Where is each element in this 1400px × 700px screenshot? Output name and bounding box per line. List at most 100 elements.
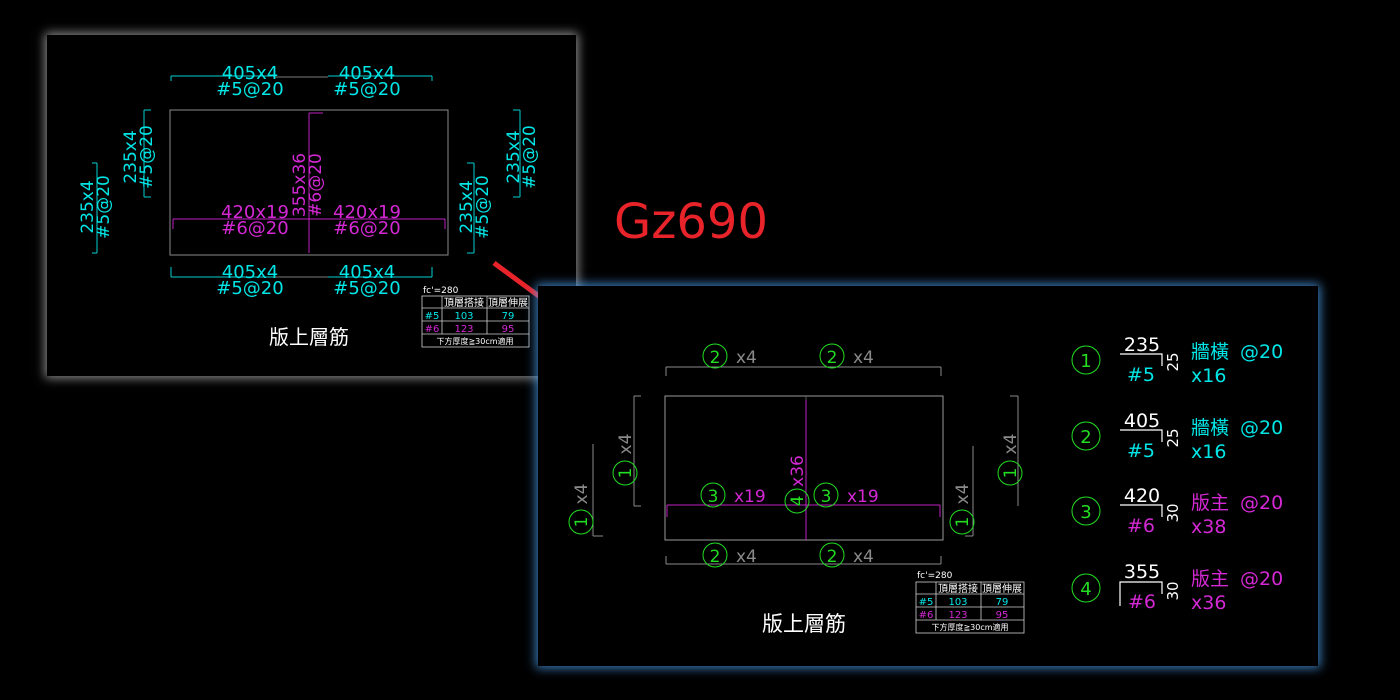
svg-text:牆橫: 牆橫 bbox=[1191, 417, 1229, 439]
left-outer-dim bbox=[92, 162, 98, 254]
svg-text:x4: x4 bbox=[736, 348, 757, 368]
left-outer-rebar bbox=[592, 444, 603, 537]
bottom-sub-left: #5@20 bbox=[216, 278, 283, 299]
table-header-lap: 頂層搭接 bbox=[444, 296, 484, 309]
svg-text:x36: x36 bbox=[788, 455, 808, 487]
center-vertical-label: 355x36 bbox=[290, 153, 310, 217]
svg-text:x4: x4 bbox=[616, 434, 636, 455]
table-row-bar: #6 bbox=[919, 610, 934, 621]
left-inner-rebar bbox=[633, 395, 641, 507]
svg-text:30: 30 bbox=[1164, 581, 1182, 600]
svg-text:4: 4 bbox=[1080, 579, 1091, 600]
table-row-bar: #5 bbox=[425, 311, 440, 322]
table-row-lap: 103 bbox=[948, 597, 967, 608]
svg-text:1: 1 bbox=[1080, 351, 1091, 372]
svg-text:3: 3 bbox=[1080, 502, 1091, 523]
top-sub-right: #5@20 bbox=[333, 79, 400, 100]
svg-text:420: 420 bbox=[1124, 485, 1160, 507]
bottom-label-left: 405x4 bbox=[222, 262, 278, 283]
svg-text:25: 25 bbox=[1164, 428, 1182, 447]
right-inner-sub: #5@20 bbox=[473, 175, 493, 239]
left-outer-sub: #5@20 bbox=[94, 175, 114, 239]
table-row-lap: 123 bbox=[948, 610, 967, 621]
right-inner-label: 235x4 bbox=[457, 180, 477, 233]
legend-item-2: 2 405 #5 25 牆橫 @20 x16 bbox=[1071, 410, 1283, 463]
left-inner-dim bbox=[143, 109, 151, 198]
rebar-table: fc'=280 頂層搭接 頂層伸展 #5 103 79 #6 123 95 下方… bbox=[915, 571, 1025, 634]
marker-right-inner: 1 x4 bbox=[949, 484, 975, 535]
top-rebar-line bbox=[665, 366, 942, 376]
right-outer-rebar bbox=[1010, 395, 1019, 506]
marker-top-left: 2 x4 bbox=[702, 343, 757, 369]
svg-text:2: 2 bbox=[827, 547, 838, 567]
svg-text:x4: x4 bbox=[853, 547, 874, 567]
left-inner-sub: #5@20 bbox=[137, 125, 157, 189]
right-outer-sub: #5@20 bbox=[520, 125, 540, 189]
drawing-canvas-before: 405x4 #5@20 405x4 #5@20 405x4 #5@20 405x… bbox=[78, 63, 540, 349]
svg-text:2: 2 bbox=[1080, 427, 1091, 448]
svg-text:@20: @20 bbox=[1240, 492, 1283, 514]
marker-center-vertical: 4 x36 bbox=[784, 455, 810, 514]
svg-text:2: 2 bbox=[710, 348, 721, 368]
legend-item-4: 4 355 #6 30 版主 @20 x36 bbox=[1071, 561, 1283, 614]
bottom-rebar-line bbox=[665, 556, 942, 565]
table-row-bar: #6 bbox=[425, 324, 440, 335]
svg-text:x19: x19 bbox=[847, 487, 879, 507]
center-horizontal-bar bbox=[172, 218, 446, 229]
marker-bottom-left: 2 x4 bbox=[702, 542, 757, 568]
svg-text:25: 25 bbox=[1164, 352, 1182, 371]
table-row-dev: 79 bbox=[502, 311, 515, 322]
svg-text:牆橫: 牆橫 bbox=[1191, 341, 1229, 363]
legend-item-3: 3 420 #6 30 版主 @20 x38 bbox=[1071, 485, 1283, 538]
table-note: 下方厚度≧30cm適用 bbox=[931, 622, 1008, 632]
marker-center-left: 3 x19 bbox=[700, 482, 766, 508]
svg-text:2: 2 bbox=[710, 547, 721, 567]
drawing-caption: 版上層筋 bbox=[269, 325, 349, 349]
center-vertical-sub: #6@20 bbox=[306, 153, 326, 217]
right-outer-label: 235x4 bbox=[504, 130, 524, 183]
svg-text:30: 30 bbox=[1164, 503, 1182, 522]
svg-text:1: 1 bbox=[572, 517, 592, 528]
table-row-lap: 103 bbox=[454, 311, 473, 322]
center-label-left: 420x19 bbox=[221, 202, 289, 223]
svg-text:x16: x16 bbox=[1191, 441, 1226, 463]
marker-top-right: 2 x4 bbox=[819, 343, 874, 369]
drawing-panel-after: 2 x4 2 x4 2 x4 2 x4 1 x4 1 x4 bbox=[538, 286, 1318, 666]
slab-outline bbox=[169, 109, 449, 256]
marker-left-inner: 1 x4 bbox=[612, 434, 638, 486]
svg-text:1: 1 bbox=[1001, 468, 1021, 479]
svg-text:x38: x38 bbox=[1191, 516, 1226, 538]
table-row-bar: #5 bbox=[919, 597, 934, 608]
bottom-dim-line bbox=[170, 267, 433, 278]
svg-text:1: 1 bbox=[616, 468, 636, 479]
slab-outline bbox=[664, 395, 944, 541]
table-header-dev: 頂層伸展 bbox=[982, 583, 1022, 595]
svg-text:版主: 版主 bbox=[1191, 568, 1229, 590]
right-outer-dim bbox=[513, 109, 521, 198]
svg-text:#5: #5 bbox=[1127, 440, 1155, 462]
center-horizontal-bar bbox=[666, 504, 941, 517]
svg-text:x4: x4 bbox=[736, 547, 757, 567]
table-fc: fc'=280 bbox=[917, 571, 953, 581]
right-inner-dim bbox=[467, 162, 475, 254]
svg-text:@20: @20 bbox=[1240, 417, 1283, 439]
table-fc: fc'=280 bbox=[423, 286, 459, 296]
center-vertical-bar bbox=[308, 112, 323, 253]
table-row-dev: 95 bbox=[502, 324, 515, 335]
rebar-table: fc'=280 頂層搭接 頂層伸展 #5 103 79 #6 123 95 下方… bbox=[421, 286, 530, 348]
svg-text:3: 3 bbox=[708, 487, 719, 507]
svg-text:@20: @20 bbox=[1240, 568, 1283, 590]
svg-text:#6: #6 bbox=[1127, 515, 1155, 537]
marker-left-outer: 1 x4 bbox=[568, 484, 594, 535]
bottom-sub-right: #5@20 bbox=[333, 278, 400, 299]
svg-text:@20: @20 bbox=[1240, 341, 1283, 363]
left-outer-label: 235x4 bbox=[78, 180, 98, 233]
drawing-caption: 版上層筋 bbox=[762, 612, 846, 636]
legend-item-1: 1 235 #5 25 牆橫 @20 x16 bbox=[1071, 334, 1283, 387]
center-label-right: 420x19 bbox=[333, 202, 401, 223]
table-header-lap: 頂層搭接 bbox=[938, 582, 978, 595]
svg-text:x16: x16 bbox=[1191, 365, 1226, 387]
marker-center-right: 3 x19 bbox=[813, 482, 879, 508]
center-sub-right: #6@20 bbox=[333, 218, 400, 239]
svg-text:235: 235 bbox=[1124, 334, 1160, 356]
